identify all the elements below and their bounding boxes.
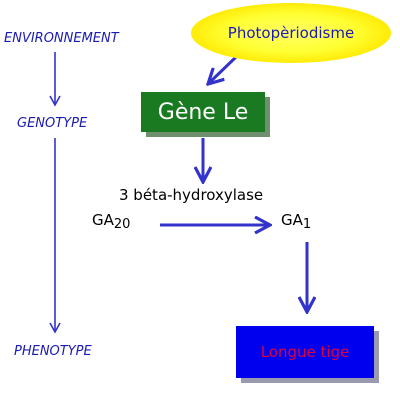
ga1-subscript: 1 — [302, 217, 312, 232]
ga20-label: GA20 — [92, 211, 130, 232]
phenotype-label: PHENOTYPE — [14, 344, 92, 359]
ga1-label: GA1 — [281, 211, 311, 232]
ga1-prefix: GA — [281, 211, 303, 229]
ga20-prefix: GA — [92, 211, 114, 229]
long-stem-label: Longue tige — [260, 343, 350, 361]
photoperiodism-node: Photopèriodisme — [191, 3, 391, 63]
gene-le-node: Gène Le — [141, 92, 265, 132]
photoperiod-to-gene-arrow — [208, 55, 238, 84]
ga20-subscript: 20 — [113, 217, 131, 232]
environment-label: ENVIRONNEMENT — [4, 31, 119, 46]
long-stem-node: Longue tige — [236, 326, 374, 378]
gene-le-label: Gène Le — [157, 99, 249, 125]
photoperiodism-label: Photopèriodisme — [227, 24, 355, 42]
enzyme-label: 3 béta-hydroxylase — [119, 186, 264, 204]
genotype-label: GENOTYPE — [17, 116, 88, 131]
